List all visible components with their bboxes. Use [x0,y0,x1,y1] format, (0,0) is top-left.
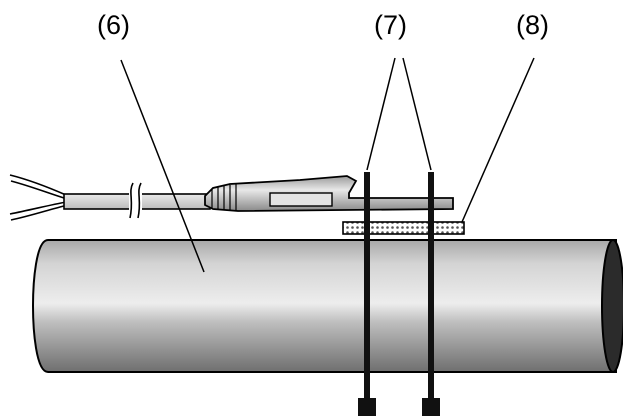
heat-conducting-pad [342,221,465,235]
sensor-cable [63,182,211,219]
cable-wires [9,174,67,221]
leader-line-7-left [366,57,396,171]
cable-tie-right [422,172,440,416]
leader-line-6 [120,59,205,273]
leader-lines [120,57,535,273]
temperature-sensor [204,175,454,212]
leader-line-8 [461,57,535,223]
cable-tie-left [358,172,376,416]
sensor-label-window [269,192,333,207]
callout-sensor-pipe: (6) [97,10,130,40]
pipe [31,239,623,373]
callout-heat-conducting-pad: (8) [516,10,549,40]
pipe-end-cap [601,239,623,373]
leader-line-7-right [402,57,432,171]
callout-cable-ties: (7) [374,10,407,40]
